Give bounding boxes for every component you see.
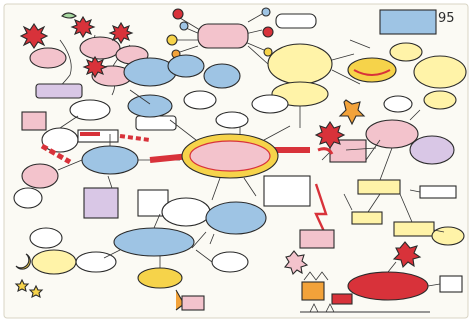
- balloon-icon: [263, 47, 273, 57]
- pink-bubble-node: [29, 47, 67, 69]
- yellow-box-node: [351, 211, 383, 225]
- bottom-right-factory-cluster: [300, 261, 463, 313]
- red-flower-icon: [70, 15, 96, 39]
- white-box-node: [135, 115, 177, 131]
- pink-box-node: [21, 111, 47, 131]
- red-arrow-link: [317, 147, 334, 155]
- orange-burst-icon: [338, 99, 366, 126]
- yellow-note-bubble: [137, 267, 183, 289]
- blue-cloud-node: [127, 94, 173, 118]
- flower-cluster-top-left: [19, 12, 149, 99]
- balloon-icon: [166, 34, 178, 46]
- white-box-node: [439, 275, 463, 293]
- white-bubble-node: [211, 251, 249, 273]
- red-arrow-link: [40, 143, 72, 165]
- pink-box-node: [181, 295, 205, 311]
- yellow-note-bubble: [31, 249, 77, 275]
- red-arrow-link: [119, 134, 151, 142]
- star-icon: [14, 278, 30, 293]
- balloon-icon: [172, 8, 184, 20]
- blue-cloud-node: [205, 201, 267, 235]
- pink-bubble-node: [21, 163, 59, 189]
- moon-icon: [15, 253, 31, 270]
- red-flower-icon: [19, 23, 49, 49]
- yellow-box-node: [393, 221, 435, 237]
- factory-roof-icon: [303, 271, 329, 281]
- left-process-cluster: [13, 54, 241, 209]
- right-process-cluster: [283, 119, 465, 276]
- balloon-cluster-top-center: [166, 7, 317, 59]
- sheet-number: 95: [438, 11, 455, 26]
- yellow-note-bubble: [431, 226, 465, 246]
- pink-burst-icon: [283, 250, 309, 276]
- white-bubble-node: [183, 90, 217, 110]
- blue-cloud-node: [123, 57, 177, 87]
- balloon-icon: [179, 21, 189, 31]
- yellow-note-bubble: [389, 42, 423, 62]
- blue-cloud-node: [167, 54, 205, 78]
- yellow-mouth-node: [347, 57, 397, 83]
- smile-icon: [353, 69, 391, 76]
- connector-lines: [107, 45, 421, 245]
- white-box-node: [419, 185, 457, 199]
- white-bubble-node: [251, 94, 289, 114]
- pink-balloon-hub-node: [197, 23, 249, 49]
- yellow-box-node: [357, 179, 401, 195]
- pink-bubble-node: [365, 119, 419, 149]
- yellow-note-bubble: [267, 43, 333, 85]
- white-box-node: [263, 175, 311, 207]
- sheet-number-tag: [379, 9, 437, 35]
- red-box-node: [331, 293, 353, 305]
- orange-box-node: [301, 281, 325, 301]
- bottom-center-cluster: [14, 187, 267, 311]
- white-bubble-node: [29, 227, 63, 249]
- lavender-cloud-node: [409, 135, 455, 165]
- white-bubble-node: [215, 111, 249, 129]
- white-bubble-node: [13, 187, 43, 209]
- white-bubble-node: [275, 13, 317, 29]
- balloon-icon: [262, 26, 274, 38]
- leaf-icon: [61, 12, 77, 19]
- yellow-note-bubble: [413, 55, 467, 89]
- blue-cloud-node: [203, 63, 241, 89]
- balloon-icon: [261, 7, 271, 17]
- red-burst-icon: [392, 241, 422, 269]
- central-hub-inner: [189, 140, 271, 172]
- yellow-note-bubble: [423, 90, 457, 110]
- pink-box-node: [329, 139, 367, 163]
- blue-cloud-node: [81, 145, 139, 175]
- lavender-box-node: [83, 187, 119, 219]
- blue-cloud-node: [113, 227, 195, 257]
- pink-bubble-node: [79, 36, 121, 60]
- lightning-icon: [314, 183, 330, 241]
- red-flower-icon: [314, 121, 346, 149]
- pink-box-node: [299, 229, 335, 249]
- central-hub-cluster: [127, 94, 367, 207]
- star-icon: [28, 284, 44, 299]
- figures-icon: [309, 303, 335, 313]
- red-flower-icon: [82, 55, 108, 79]
- white-bubble-node: [161, 197, 211, 227]
- red-flower-icon: [108, 21, 134, 45]
- white-bubble-node: [383, 95, 413, 113]
- lavender-box-node: [35, 83, 83, 99]
- red-cloud-node: [347, 271, 429, 301]
- white-bubble-node: [69, 99, 111, 121]
